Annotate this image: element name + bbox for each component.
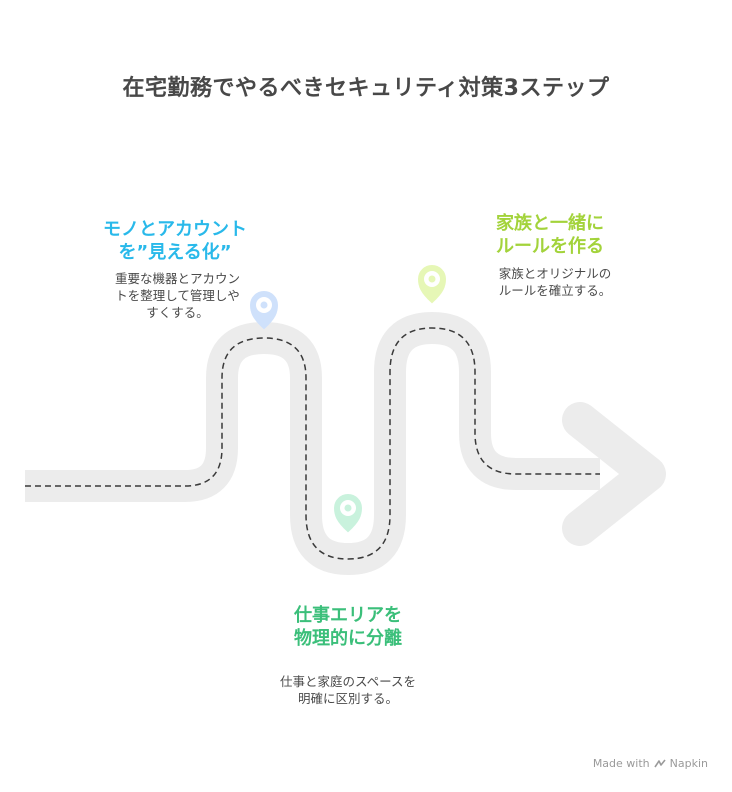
step-1-desc-line1: 重要な機器とアカウン (114, 271, 240, 286)
step-2-desc-line2: 明確に区別する。 (297, 691, 398, 706)
step-3-desc-line1: 家族とオリジナルの (498, 266, 612, 281)
location-pin-icon-2 (333, 494, 363, 533)
road-band (25, 312, 600, 575)
step-3-title-line2: ルールを作る (496, 236, 604, 257)
page-title: 在宅勤務でやるべきセキュリティ対策3ステップ (122, 76, 610, 101)
step-1-desc-line3: すくする。 (146, 305, 209, 320)
step-3-title: 家族と一緒に ルールを作る (465, 212, 635, 258)
step-1-title-line1: モノとアカウント (103, 219, 247, 240)
step-1-title: モノとアカウント を”見える化” (80, 218, 270, 264)
step-2-title-line2: 物理的に分離 (294, 628, 402, 649)
step-3-desc-line2: ルールを確立する。 (498, 283, 612, 298)
step-2-title-line1: 仕事エリアを (294, 605, 402, 626)
road-arrow-head (562, 402, 666, 546)
step-3-title-line1: 家族と一緒に (496, 213, 604, 234)
road-center-line (25, 327, 600, 560)
napkin-logo-icon (653, 759, 666, 767)
location-pin-icon-1 (249, 291, 279, 330)
step-2-title: 仕事エリアを 物理的に分離 (248, 604, 448, 650)
step-1-description: 重要な機器とアカウン トを整理して管理しや すくする。 (90, 270, 265, 321)
step-3-description: 家族とオリジナルの ルールを確立する。 (470, 265, 640, 299)
footer-made-with: Made with (592, 757, 650, 770)
location-pin-icon-3 (417, 265, 447, 304)
step-2-desc-line1: 仕事と家庭のスペースを (279, 674, 416, 689)
step-1-title-line2: を”見える化” (118, 242, 232, 263)
footer-brand: Napkin (669, 757, 708, 770)
footer-attribution: Made with Napkin (593, 757, 708, 770)
step-1-desc-line2: トを整理して管理しや (115, 288, 240, 303)
step-2-description: 仕事と家庭のスペースを 明確に区別する。 (248, 673, 448, 707)
